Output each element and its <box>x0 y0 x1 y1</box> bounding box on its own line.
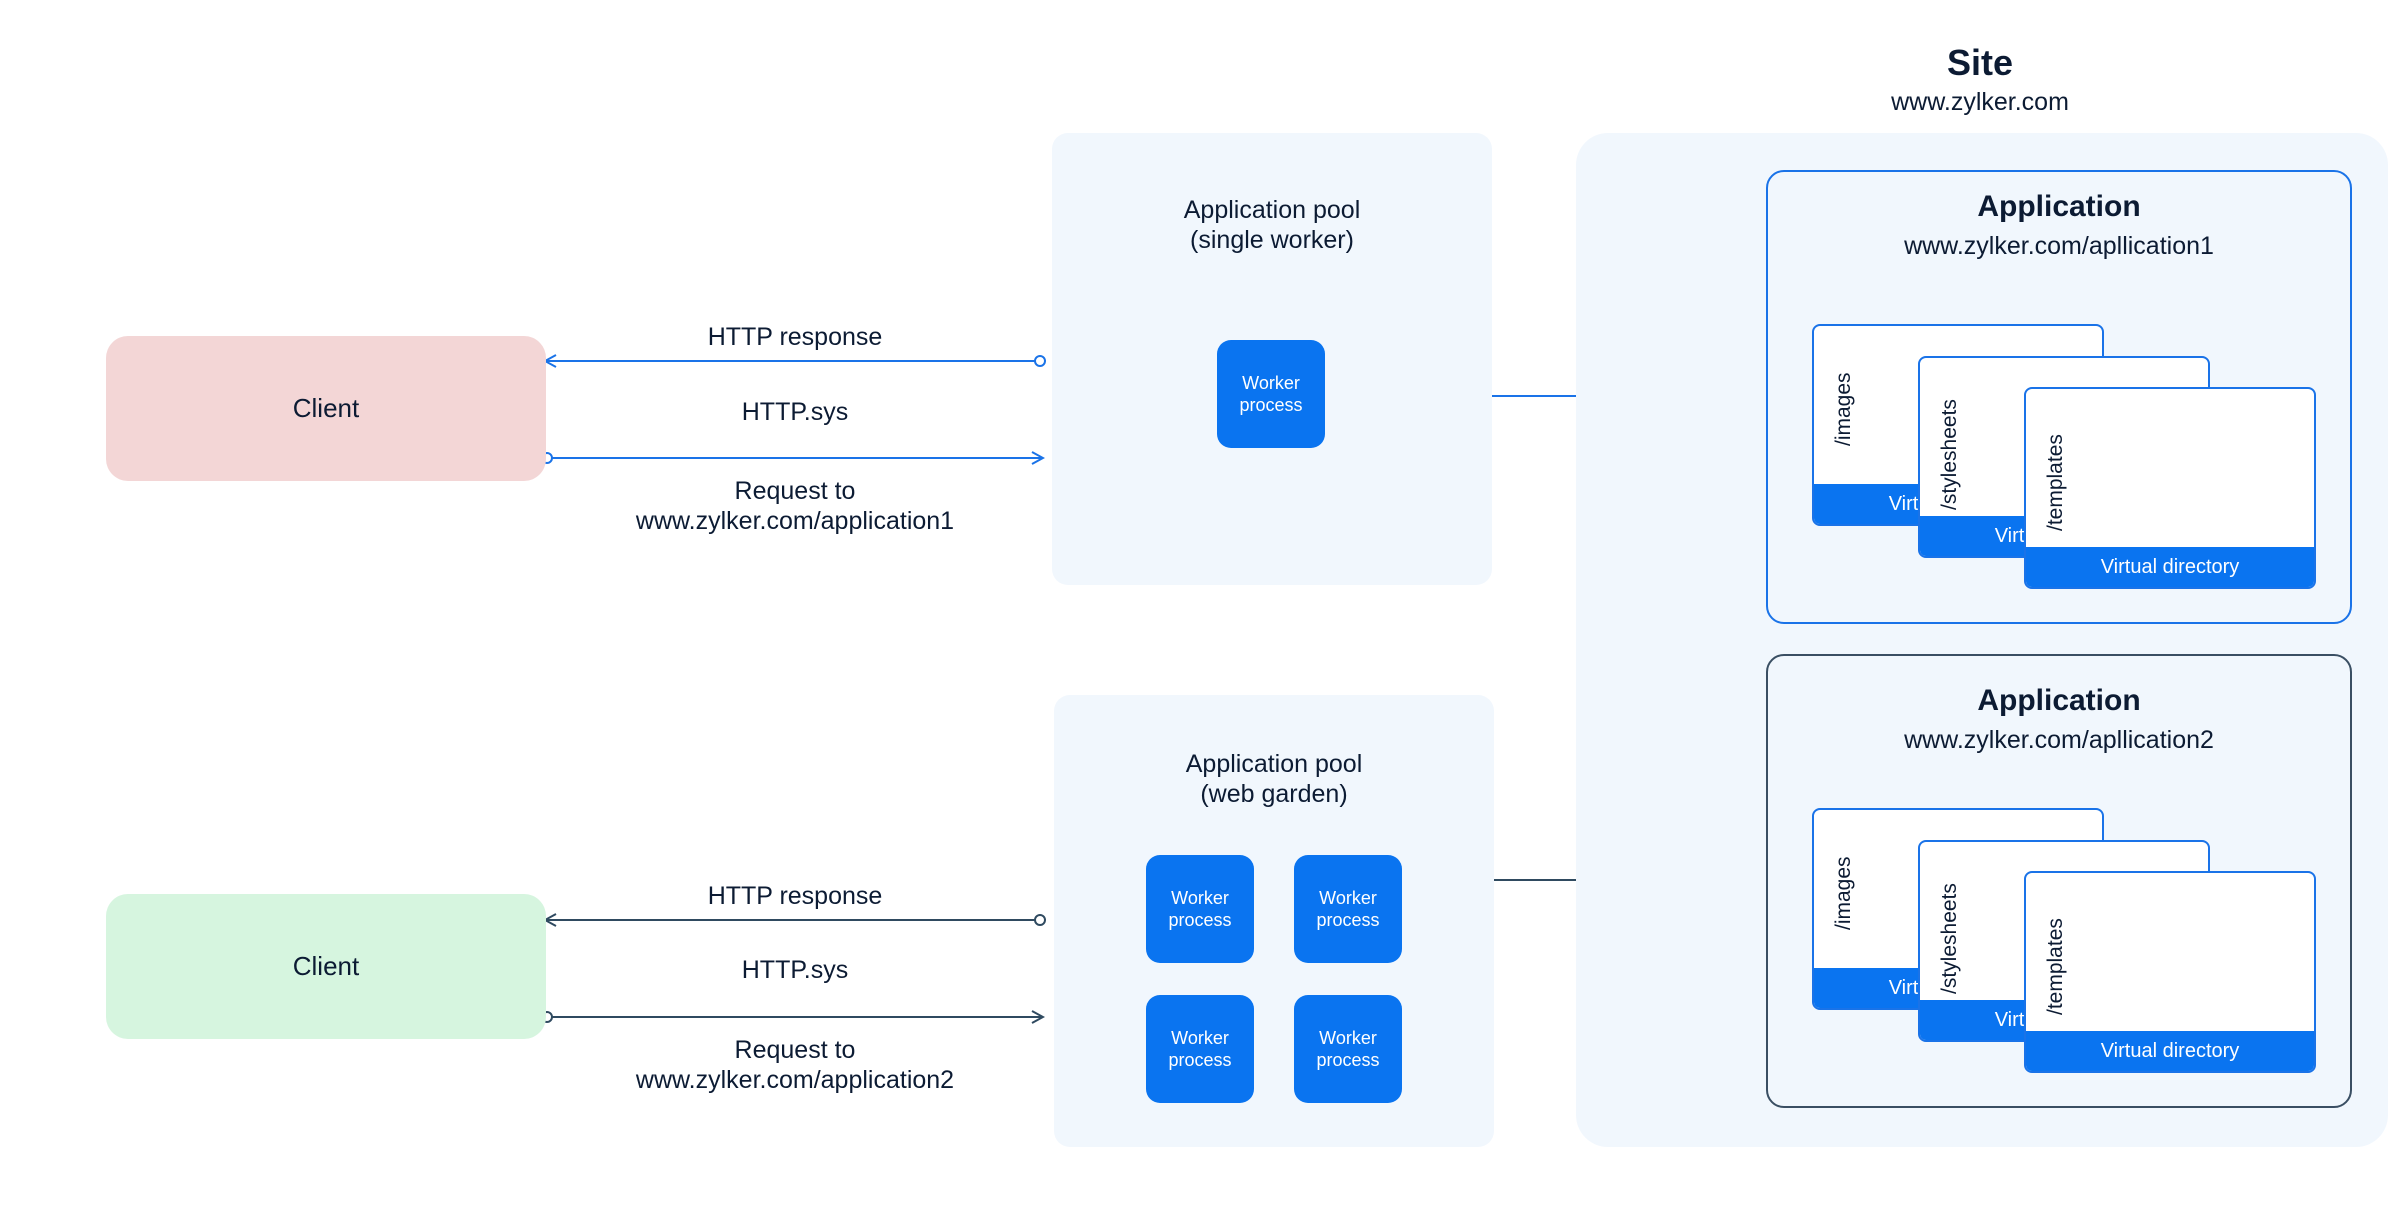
client-label-2: Client <box>292 951 360 981</box>
http-response-label-2: HTTP response <box>707 882 883 910</box>
worker-process-2a: Worker process <box>1146 855 1254 963</box>
http-response-label-1: HTTP response <box>707 323 883 351</box>
application-title-2: Application <box>1977 684 2141 717</box>
application-url-1: www.zylker.com/apllication1 <box>1904 232 2214 260</box>
client-box-2: Client <box>106 894 546 1039</box>
worker-process-2b: Worker process <box>1294 855 1402 963</box>
virtual-directory-templates-2: /templates Virtual directory <box>2024 871 2316 1073</box>
client-box-1: Client <box>106 336 546 481</box>
request-label-1: Request to www.zylker.com/application1 <box>635 477 955 535</box>
directory-name-images-1: /images <box>1832 372 1855 446</box>
site-url: www.zylker.com <box>1891 88 2069 116</box>
directory-name-stylesheets-2: /stylesheets <box>1938 883 1961 994</box>
http-sys-label-1: HTTP.sys <box>741 398 849 426</box>
pool-title-2: Application pool (web garden) <box>1185 750 1363 808</box>
pool-title-1: Application pool (single worker) <box>1183 196 1361 254</box>
worker-process-2d: Worker process <box>1294 995 1402 1103</box>
client-label-1: Client <box>292 393 360 423</box>
application-url-2: www.zylker.com/apllication2 <box>1904 726 2214 754</box>
response-arrow-1-origin <box>1034 355 1046 367</box>
http-sys-label-2: HTTP.sys <box>741 956 849 984</box>
application-box-2: Application www.zylker.com/apllication2 … <box>1766 654 2352 1108</box>
response-arrow-2-origin <box>1034 914 1046 926</box>
directory-bar-templates-1: Virtual directory <box>2026 547 2314 587</box>
application-pool-2: Application pool (web garden) Worker pro… <box>1054 695 1494 1147</box>
application-box-1: Application www.zylker.com/apllication1 … <box>1766 170 2352 624</box>
request-label-2: Request to www.zylker.com/application2 <box>635 1036 955 1094</box>
worker-process-1: Worker process <box>1217 340 1325 448</box>
directory-bar-templates-2: Virtual directory <box>2026 1031 2314 1071</box>
worker-process-2c: Worker process <box>1146 995 1254 1103</box>
site-title: Site <box>1946 42 2014 83</box>
application-title-1: Application <box>1977 190 2141 223</box>
directory-name-stylesheets-1: /stylesheets <box>1938 399 1961 510</box>
virtual-directory-templates-1: /templates Virtual directory <box>2024 387 2316 589</box>
directory-name-templates-2: /templates <box>2044 918 2067 1015</box>
application-pool-1: Application pool (single worker) Worker … <box>1052 133 1492 585</box>
directory-name-templates-1: /templates <box>2044 434 2067 531</box>
directory-name-images-2: /images <box>1832 856 1855 930</box>
